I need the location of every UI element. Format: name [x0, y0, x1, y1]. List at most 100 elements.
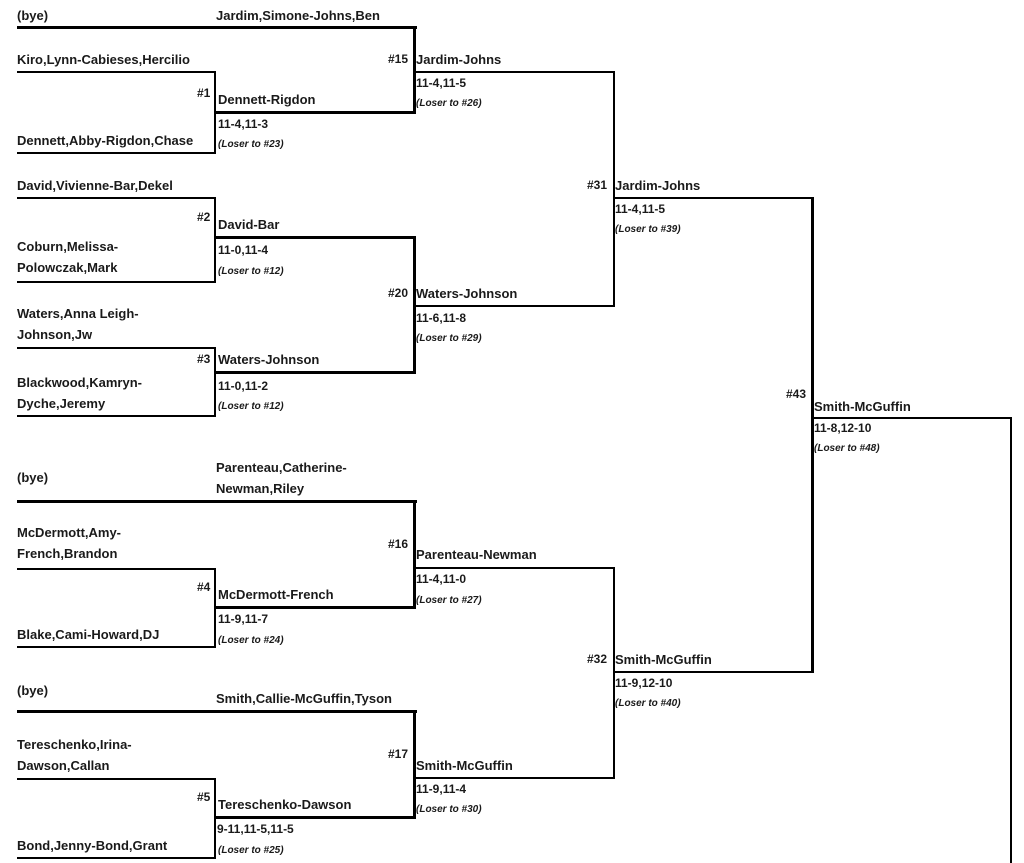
loser-note: (Loser to #23) — [218, 139, 284, 150]
line-entry — [17, 646, 216, 648]
entry-line: McDermott,Amy- — [17, 525, 122, 540]
connector — [214, 197, 216, 283]
line-entry — [17, 197, 216, 199]
connector — [214, 568, 216, 648]
loser-note: (Loser to #24) — [218, 635, 284, 646]
line-winner — [615, 197, 814, 199]
match-score: 11-4,11-5 — [416, 76, 467, 90]
entry-line: Waters,Anna Leigh- — [17, 306, 139, 321]
line-entry — [17, 347, 216, 349]
loser-note: (Loser to #40) — [615, 698, 681, 709]
entry-line: Dawson,Callan — [17, 758, 110, 773]
entry-team-twoline: Blackwood,Kamryn- Dyche,Jeremy — [17, 374, 142, 412]
line-winner — [416, 567, 615, 569]
line-winner — [615, 671, 814, 673]
match-score: 11-9,11-4 — [416, 782, 467, 796]
match-score: 11-0,11-2 — [218, 379, 269, 393]
loser-note: (Loser to #48) — [814, 443, 880, 454]
line-winner — [416, 71, 615, 73]
match-winner: Waters-Johnson — [416, 286, 518, 301]
game-number: #15 — [388, 52, 409, 66]
connector — [413, 500, 416, 609]
game-number: #16 — [388, 537, 409, 551]
entry-team: Dennett,Abby-Rigdon,Chase — [17, 133, 194, 148]
connector — [811, 197, 814, 673]
game-number: #32 — [587, 652, 608, 666]
entry-line: Coburn,Melissa- — [17, 239, 119, 254]
entry-bye: (bye) — [17, 683, 49, 698]
entry-team: David,Vivienne-Bar,Dekel — [17, 178, 173, 193]
loser-note: (Loser to #30) — [416, 804, 482, 815]
connector — [214, 71, 216, 154]
match-score: 11-4,11-5 — [615, 202, 666, 216]
line-winner — [814, 417, 1012, 419]
loser-note: (Loser to #27) — [416, 595, 482, 606]
loser-note: (Loser to #39) — [615, 224, 681, 235]
match-winner: Parenteau-Newman — [416, 547, 537, 562]
game-number: #17 — [388, 747, 409, 761]
match-score: 11-4,11-0 — [416, 572, 467, 586]
entry-team-twoline: Waters,Anna Leigh- Johnson,Jw — [17, 305, 139, 343]
loser-note: (Loser to #29) — [416, 333, 482, 344]
match-score: 11-6,11-8 — [416, 311, 467, 325]
line-winner — [416, 305, 615, 307]
connector — [413, 26, 416, 114]
line-entry — [17, 415, 216, 417]
line-entry — [17, 857, 216, 859]
entry-line: French,Brandon — [17, 546, 118, 561]
bye-advance: Jardim,Simone-Johns,Ben — [216, 8, 380, 23]
match-winner: Jardim-Johns — [416, 52, 502, 67]
line-bye — [17, 26, 417, 29]
line-entry — [17, 568, 216, 570]
entry-team: Blake,Cami-Howard,DJ — [17, 627, 160, 642]
loser-note: (Loser to #26) — [416, 98, 482, 109]
match-winner: Smith-McGuffin — [814, 399, 911, 414]
connector — [613, 71, 615, 307]
entry-line: Dyche,Jeremy — [17, 396, 106, 411]
match-score: 11-9,11-7 — [218, 612, 269, 626]
bye-advance: Smith,Callie-McGuffin,Tyson — [216, 691, 392, 706]
match-winner: Jardim-Johns — [615, 178, 701, 193]
loser-note: (Loser to #25) — [218, 845, 284, 856]
entry-line: Tereschenko,Irina- — [17, 737, 132, 752]
entry-line: Johnson,Jw — [17, 327, 93, 342]
line-entry — [17, 281, 216, 283]
bye-advance: Parenteau,Catherine- Newman,Riley — [216, 459, 347, 497]
match-score: 9-11,11-5,11-5 — [217, 822, 294, 836]
entry-line: Blackwood,Kamryn- — [17, 375, 142, 390]
match-score: 11-0,11-4 — [218, 243, 269, 257]
game-number: #1 — [197, 86, 211, 100]
match-winner: Smith-McGuffin — [615, 652, 712, 667]
match-winner: McDermott-French — [218, 587, 334, 602]
line-entry — [17, 71, 216, 73]
match-winner: Smith-McGuffin — [416, 758, 513, 773]
entry-line: Parenteau,Catherine- — [216, 460, 347, 475]
match-winner: David-Bar — [218, 217, 280, 232]
match-winner: Dennett-Rigdon — [218, 92, 316, 107]
entry-bye: (bye) — [17, 8, 49, 23]
match-score: 11-9,12-10 — [615, 676, 673, 690]
line-winner — [216, 606, 416, 609]
line-winner — [216, 111, 416, 114]
entry-team: Kiro,Lynn-Cabieses,Hercilio — [17, 52, 190, 67]
entry-line: Newman,Riley — [216, 481, 305, 496]
game-number: #4 — [197, 580, 211, 594]
line-entry — [17, 152, 216, 154]
match-score: 11-4,11-3 — [218, 117, 269, 131]
entry-team-twoline: Coburn,Melissa- Polowczak,Mark — [17, 238, 118, 276]
entry-team-twoline: Tereschenko,Irina- Dawson,Callan — [17, 736, 132, 774]
entry-team-twoline: McDermott,Amy- French,Brandon — [17, 524, 121, 562]
connector — [613, 567, 615, 779]
connector — [214, 778, 216, 859]
game-number: #3 — [197, 352, 211, 366]
line-winner — [216, 816, 416, 819]
line-winner — [216, 371, 416, 374]
line-bye — [17, 500, 417, 503]
connector-final — [1010, 417, 1012, 863]
game-number: #2 — [197, 210, 211, 224]
match-winner: Tereschenko-Dawson — [218, 797, 352, 812]
match-score: 11-8,12-10 — [814, 421, 872, 435]
loser-note: (Loser to #12) — [218, 266, 284, 277]
game-number: #43 — [786, 387, 807, 401]
